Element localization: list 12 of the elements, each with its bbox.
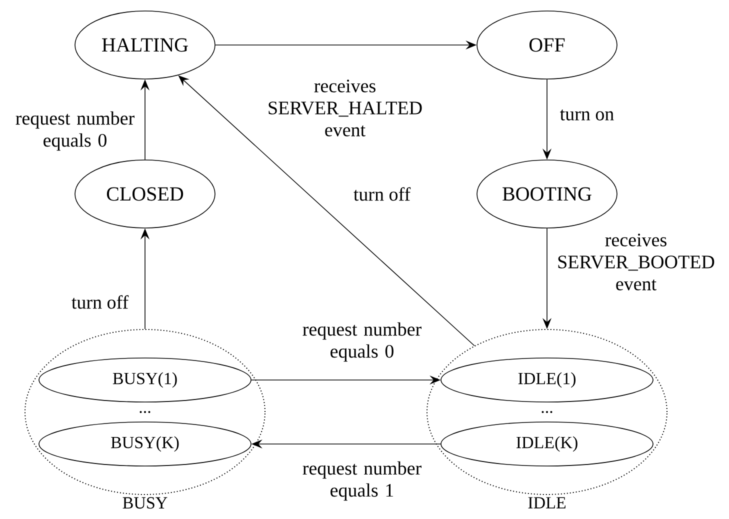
edge-label: request number equals 1 xyxy=(302,461,422,501)
edge-label: request number equals 0 xyxy=(302,322,422,362)
edge-label: turn off xyxy=(354,187,411,201)
node-label: IDLE xyxy=(528,497,566,508)
edge-label: turn on xyxy=(560,110,614,120)
edge-label: receives SERVER_BOOTED event xyxy=(558,234,714,290)
edge-label: receives SERVER_HALTED event xyxy=(268,80,422,136)
ellipsis: ... xyxy=(542,410,552,413)
ellipsis: ... xyxy=(140,410,150,413)
edge-label: turn off xyxy=(72,295,129,309)
node-label: BUSY xyxy=(122,497,168,509)
edge-label: request number equals 0 xyxy=(16,111,134,151)
